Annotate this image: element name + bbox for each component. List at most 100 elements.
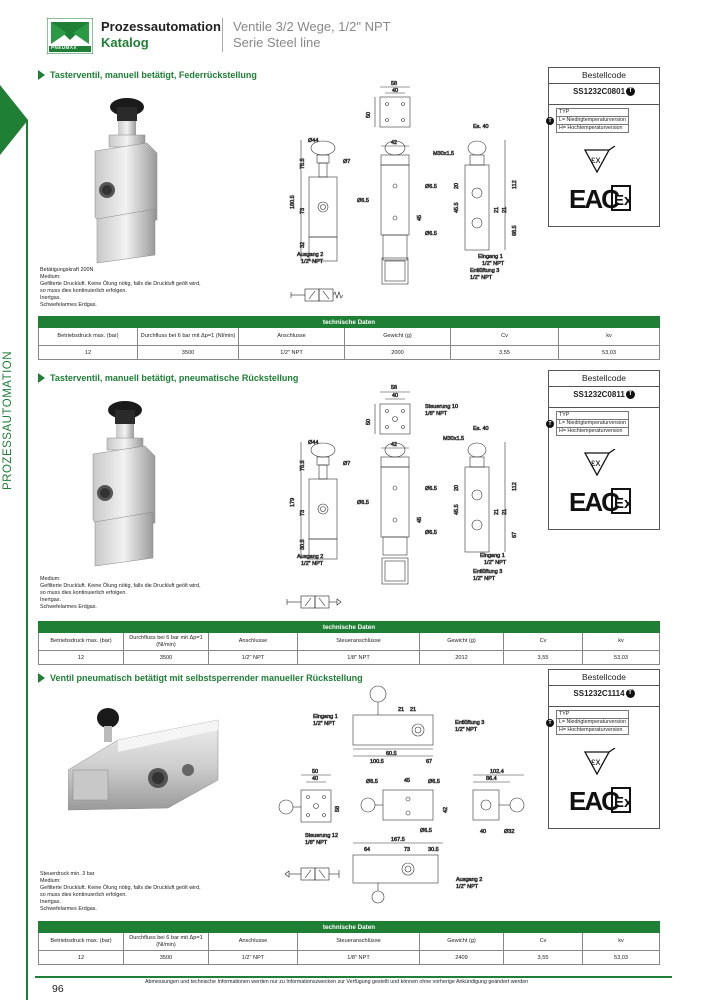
dim-label: 50 (366, 419, 372, 425)
type-badge: T (626, 87, 636, 97)
section-title: Ventil pneumatisch betätigt mit selbstsp… (50, 673, 363, 683)
dim-label: 58 (391, 81, 397, 87)
callout-label: 1/2" NPT (313, 721, 336, 727)
dim-label: Ø7 (343, 159, 350, 165)
dim-label: Ø44 (308, 138, 318, 144)
section-arrow (38, 673, 45, 683)
atex-ex-icon: εx (581, 145, 617, 181)
dim-label: 50 (366, 112, 372, 118)
dim-label: Ø6.5 (425, 530, 437, 536)
dim-label: 67 (426, 759, 432, 765)
svg-text:εx: εx (591, 155, 600, 166)
typ-option-h: H= Hochtemperaturversion (556, 726, 629, 736)
callout-label: 1/8" NPT (305, 840, 328, 846)
callout-label: 1/8" NPT (425, 411, 448, 417)
table-title: technische Daten (38, 621, 660, 633)
callout-label: 1/2" NPT (482, 261, 505, 267)
sidebar-marker (0, 85, 32, 155)
dim-label: 21 (502, 509, 508, 515)
dim-label: 32 (300, 242, 306, 248)
type-badge: T (625, 689, 635, 699)
table-row: 12 3500 1/2" NPT 1/8" NPT 2409 3,55 53,0… (38, 950, 660, 965)
logo-text: PNEUMAX (51, 45, 78, 50)
dim-label: Ø6.5 (420, 828, 432, 834)
dim-label: Ø6.5 (425, 231, 437, 237)
dim-label: Ø6.5 (428, 779, 440, 785)
product-photo (67, 700, 228, 820)
dim-label: 58 (391, 385, 397, 391)
order-code: SS1232C0811 (573, 390, 625, 399)
footer-divider (35, 976, 672, 978)
dim-label: 58 (335, 806, 341, 812)
column-header: Cv (450, 327, 559, 346)
note-line: Inertgas. (40, 295, 61, 301)
column-header: Gewicht (g) (419, 932, 504, 951)
column-header: Durchfluss bei 6 bar mit Δp=1 (Nl/min) (123, 932, 209, 951)
callout-label: Eingang 1 (313, 714, 338, 720)
column-header: Anschlusse (208, 632, 298, 651)
table-cell: 2000 (344, 345, 451, 360)
table-title: technische Daten (38, 921, 660, 933)
dim-label: Ø6.5 (425, 184, 437, 190)
technical-data-table: technische Daten Betriebsdruck max. (bar… (38, 921, 660, 965)
table-cell: 3500 (123, 650, 209, 665)
dim-label: Ø32 (504, 829, 514, 835)
svg-text:Ex: Ex (614, 495, 631, 512)
dim-label: 112 (512, 180, 518, 189)
header-subtitle: Katalog (101, 35, 149, 50)
sidebar-line (26, 120, 28, 1000)
dim-label: Ø7 (343, 461, 350, 467)
callout-label: 1/2" NPT (484, 560, 507, 566)
note-line: Schwefelarmes Erdgas. (40, 604, 97, 610)
section-arrow (38, 70, 45, 80)
column-header: Gewicht (g) (344, 327, 451, 346)
page-number: 96 (52, 983, 64, 995)
section-notes: Betätigungskraft 200N Medium: Gefilterte… (40, 267, 280, 309)
note-line: Inertgas. (40, 597, 61, 603)
table-row: 12 3500 1/2" NPT 2000 3,55 53,03 (38, 345, 660, 360)
pneumatic-symbol (283, 592, 343, 614)
column-header: Durchfluss bei 6 bar mit Δp=1 (Nl/min) (123, 632, 209, 651)
dim-label: 60.5 (386, 751, 397, 757)
dim-label: 73 (300, 510, 306, 516)
pneumax-logo: PNEUMAX (46, 17, 94, 55)
note-line: Schwefelarmes Erdgas. (40, 906, 97, 912)
dim-label: 42 (391, 442, 397, 448)
callout-label: 1/2" NPT (455, 727, 478, 733)
note-line: Medium: (40, 576, 61, 582)
dim-label: M30x1.5 (443, 436, 464, 442)
dim-label: Ø6.5 (425, 486, 437, 492)
callout-label: Entlüftung 3 (455, 720, 484, 726)
column-header: Anschlusse (208, 932, 298, 951)
header-title: Prozessautomation (101, 19, 221, 34)
column-header: Steueranschlüsse (297, 632, 420, 651)
dim-label: 64 (364, 847, 370, 853)
note-line: Steuerdruck min. 3 bar (40, 871, 95, 877)
column-header: kv (582, 932, 660, 951)
bestellcode-heading: Bestellcode (549, 371, 659, 387)
callout-label: 1/2" NPT (456, 884, 479, 890)
type-badge: T (546, 718, 554, 727)
svg-text:Ex: Ex (614, 192, 631, 209)
callout-label: Ausgang 2 (297, 252, 323, 258)
dim-label: Ø44 (308, 440, 318, 446)
dim-label: Es. 40 (473, 124, 489, 130)
type-badge: T (625, 390, 635, 400)
table-cell: 3,55 (503, 950, 583, 965)
callout-label: 1/2" NPT (473, 576, 496, 582)
table-cell: 1/2" NPT (208, 650, 298, 665)
dim-label: 30.5 (428, 847, 439, 853)
dim-label: 67 (512, 532, 518, 538)
technical-drawing: 58 40 50 Steuerung 10 1/8" NPT Ø44 Ø7 17… (275, 380, 530, 598)
dim-label: M30x1.5 (433, 151, 454, 157)
column-header: Gewicht (g) (419, 632, 504, 651)
pneumatic-symbol (283, 862, 343, 888)
note-line: Betätigungskraft 200N (40, 267, 94, 273)
